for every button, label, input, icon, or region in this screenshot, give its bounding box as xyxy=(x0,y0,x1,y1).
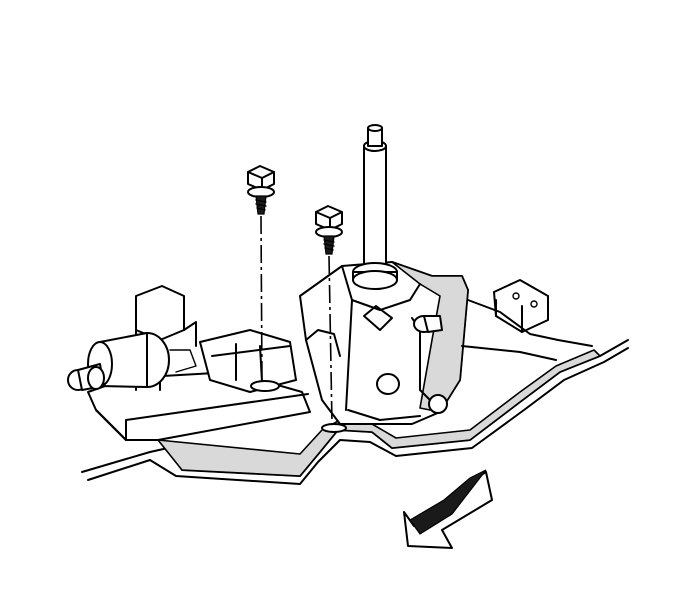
bolt-icon xyxy=(247,165,275,215)
bolt-1-alignment-line xyxy=(260,215,263,385)
shift-lever-shaft xyxy=(352,124,398,290)
bolt-1-hole xyxy=(250,380,280,392)
bolt-2-hole xyxy=(321,423,347,433)
solenoid xyxy=(67,332,197,391)
front-arrow-icon xyxy=(403,469,493,549)
right-bracket xyxy=(461,279,593,361)
bolt-icon xyxy=(315,205,343,255)
shifter-housing xyxy=(299,261,469,425)
bolt-2-alignment-line xyxy=(328,255,333,425)
